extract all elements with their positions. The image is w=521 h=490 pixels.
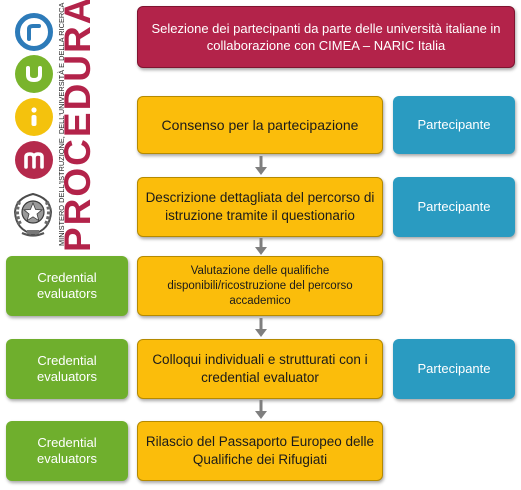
step-passport-text: Rilascio del Passaporto Europeo delle Qu… (145, 434, 375, 467)
italian-republic-emblem-icon (10, 190, 56, 240)
arrow-down-icon (255, 400, 267, 419)
arrow-down-icon (255, 156, 267, 175)
letter-u-icon (26, 66, 42, 83)
letter-m-icon (24, 152, 44, 169)
procedura-title-text: PROCEDURA (57, 0, 98, 252)
participant-selection-box: Selezione dei partecipanti da parte dell… (137, 6, 515, 68)
logo-circle-r (15, 13, 53, 51)
participant-selection-text: Selezione dei partecipanti da parte dell… (151, 21, 501, 53)
step-questionnaire: Descrizione dettagliata del percorso di … (137, 177, 383, 237)
arrow-down-icon (255, 318, 267, 337)
participant-box-label: Partecipante (417, 199, 491, 214)
participant-box-label: Partecipante (417, 361, 491, 376)
participant-box: Partecipante (393, 96, 515, 154)
logo-circle-u (15, 55, 53, 93)
step-questionnaire-text: Descrizione dettagliata del percorso di … (145, 190, 375, 223)
credential-evaluators-box: Credential evaluators (6, 339, 128, 399)
logo-circle-m (15, 141, 53, 179)
logo-circle-i (15, 98, 53, 136)
credential-evaluators-box: Credential evaluators (6, 421, 128, 481)
participant-box-label: Partecipante (417, 117, 491, 132)
step-interviews: Colloqui individuali e strutturati con i… (137, 339, 383, 399)
procedura-title: PROCEDURA (57, 0, 98, 252)
step-passport: Rilascio del Passaporto Europeo delle Qu… (137, 421, 383, 481)
participant-box: Partecipante (393, 339, 515, 399)
step-consent-text: Consenso per la partecipazione (161, 116, 359, 133)
letter-i-icon (31, 107, 37, 126)
step-assessment-text: Valutazione delle qualifiche disponibili… (167, 264, 353, 307)
step-assessment: Valutazione delle qualifiche disponibili… (137, 256, 383, 316)
step-consent: Consenso per la partecipazione (137, 96, 383, 154)
letter-r-icon (27, 24, 41, 41)
credential-evaluators-label: Credential evaluators (37, 353, 97, 384)
step-interviews-text: Colloqui individuali e strutturati con i… (152, 352, 368, 385)
participant-box: Partecipante (393, 177, 515, 237)
arrow-down-icon (255, 238, 267, 255)
credential-evaluators-label: Credential evaluators (37, 270, 97, 301)
credential-evaluators-box: Credential evaluators (6, 256, 128, 316)
credential-evaluators-label: Credential evaluators (37, 435, 97, 466)
